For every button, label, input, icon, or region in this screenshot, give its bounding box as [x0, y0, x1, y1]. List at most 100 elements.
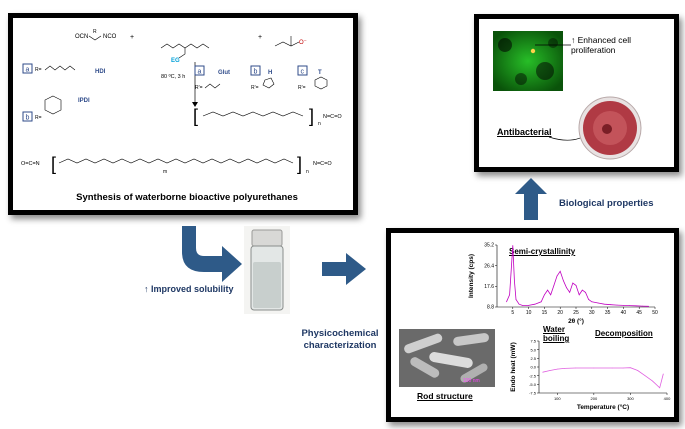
eg-branch [178, 48, 186, 59]
data-point [575, 285, 577, 286]
eg-structure [160, 43, 210, 49]
x-axis-label: 2θ (°) [568, 317, 584, 325]
his-ring [262, 77, 275, 89]
plus-sign-2: + [258, 34, 262, 41]
data-point [549, 370, 551, 371]
x-tick-label: 200 [591, 396, 598, 401]
aminoacid-structure [274, 41, 300, 47]
aminoacid-charge: O⁻ [299, 40, 307, 46]
rod-structure-label: Rod structure [417, 391, 473, 401]
upper-backbone [202, 111, 304, 117]
vial-image [244, 226, 290, 314]
x-axis-label: Temperature (°C) [577, 403, 629, 411]
tyr-r: R'= [298, 85, 306, 91]
data-point [591, 301, 593, 303]
data-point [563, 280, 564, 282]
data-point [553, 285, 555, 286]
enhanced-proliferation-label: ↑ Enhanced cell proliferation [571, 35, 632, 55]
glut-label: Glut [218, 70, 230, 76]
data-point [572, 282, 574, 284]
data-point [515, 299, 517, 300]
data-point [588, 299, 589, 300]
ipdi-label: IPDI [78, 98, 90, 104]
physicochemical-label: Physicochemical characterization [301, 328, 379, 351]
bracket-lower-right: ] [297, 154, 302, 174]
diisocyanate-bonds [88, 35, 102, 41]
series-line [542, 367, 664, 389]
y-tick-label: 2.5 [530, 356, 536, 361]
glut-r: R'= [195, 85, 203, 91]
upper-n: n [318, 121, 321, 127]
tyr-box-letter: c [301, 69, 305, 76]
data-point [635, 305, 637, 307]
glut-box-letter: a [198, 69, 202, 76]
tyr-box [297, 65, 308, 76]
bracket-upper-left: [ [193, 106, 198, 126]
x-tick-label: 100 [554, 396, 561, 401]
x-tick-label: 300 [627, 396, 634, 401]
ipdi-r: R= [35, 115, 42, 121]
his-box-letter: b [254, 69, 258, 76]
y-tick-label: 17.6 [484, 284, 494, 290]
data-point [518, 303, 520, 305]
plus-sign-1: + [130, 34, 134, 41]
data-point [521, 305, 523, 306]
y-tick-label: -5.0 [529, 382, 537, 387]
glut-chain [204, 83, 221, 89]
curved-arrow [182, 226, 242, 282]
x-tick-label: 25 [573, 310, 579, 316]
data-point [593, 367, 595, 369]
antibacterial-label: Antibacterial [497, 127, 552, 137]
data-point [616, 304, 618, 306]
data-point [648, 305, 650, 307]
reaction-arrowhead [192, 102, 198, 107]
decomposition-label: Decomposition [595, 329, 653, 338]
sem-image: 100 nm [399, 329, 495, 387]
ipdi-box-letter: b [26, 115, 30, 122]
y-tick-label: -7.5 [529, 391, 537, 396]
water-boiling-label: Water boiling [543, 325, 570, 343]
synthesis-scheme: OCN R NCO + + EG O⁻ 80 ºC, 3 h a R= HDI … [21, 29, 342, 203]
glut-box [194, 65, 205, 76]
synthesis-panel: OCN R NCO + + EG O⁻ 80 ºC, 3 h a R= HDI … [8, 13, 358, 215]
y-axis-label: Intensity (cps) [468, 254, 475, 298]
y-tick-label: -2.5 [529, 373, 537, 378]
tyr-ring [314, 76, 328, 90]
upper-nco: N=C=O [323, 114, 342, 120]
lower-m: m [163, 169, 167, 175]
arrow-up-to-bio [515, 178, 547, 220]
data-point [597, 302, 599, 304]
x-tick-label: 5 [511, 310, 514, 316]
data-point [556, 275, 558, 277]
data-point [506, 301, 507, 303]
y-tick-label: 0.0 [530, 365, 536, 370]
data-point [622, 367, 624, 369]
cell-image [493, 31, 563, 91]
y-tick-label: 8.8 [487, 305, 494, 311]
xrd-title: Semi-crystallinity [509, 247, 576, 256]
data-point [578, 294, 580, 296]
x-tick-label: 50 [652, 310, 658, 316]
data-point [542, 371, 544, 373]
bracket-upper-right: ] [309, 106, 314, 126]
ipdi-box [22, 111, 33, 122]
data-point [569, 292, 571, 293]
lower-n: n [306, 169, 309, 175]
hdi-r: R= [35, 67, 42, 73]
data-point [566, 287, 567, 289]
chain-end-right: N=C=O [313, 161, 332, 167]
data-point [637, 370, 639, 371]
hdi-box [22, 63, 33, 74]
x-tick-label: 400 [664, 396, 671, 401]
data-point [544, 294, 545, 296]
data-point [581, 289, 583, 291]
data-point [659, 387, 661, 389]
biological-properties-title: Biological properties [559, 198, 654, 209]
reagent-ocn: OCN [75, 34, 88, 40]
data-point [528, 305, 529, 306]
bracket-lower-left: [ [51, 154, 56, 174]
data-point [623, 305, 624, 306]
data-point [534, 303, 536, 305]
